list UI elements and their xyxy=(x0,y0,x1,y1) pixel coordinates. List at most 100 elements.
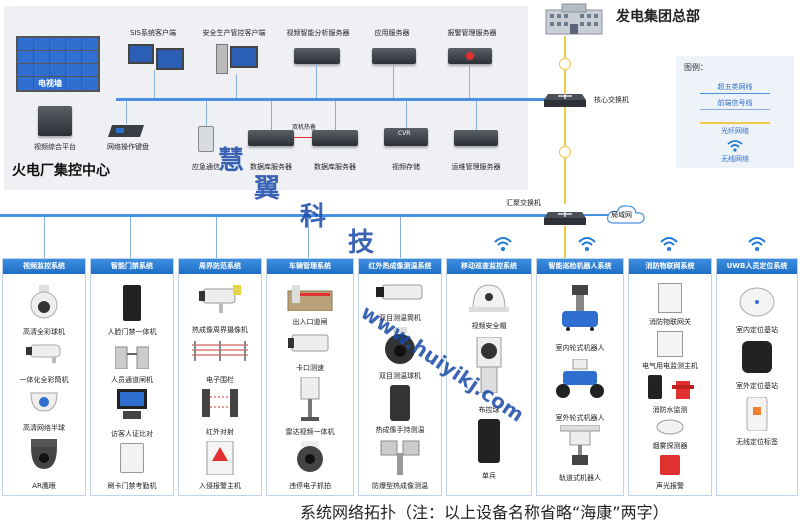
sis-monitor-icon xyxy=(156,48,184,70)
item-label: 室外定位基站 xyxy=(736,382,778,390)
item-label: 一体化全彩筒机 xyxy=(19,376,69,384)
wifi-icon xyxy=(660,236,678,252)
dual-hot-link xyxy=(294,137,312,138)
fiber-node xyxy=(559,58,571,70)
legend-signal: 前端信号线 xyxy=(717,99,753,107)
watermark-char: 技 xyxy=(348,228,375,258)
db2-label: 数据库服务器 xyxy=(314,163,356,171)
wifi-icon xyxy=(727,137,743,152)
link-line xyxy=(406,101,407,128)
item-label: 轨道式机器人 xyxy=(559,474,601,482)
legend-cat5-line xyxy=(700,93,770,94)
visitor-terminal-icon xyxy=(115,389,149,419)
item-label: 烟雾探测器 xyxy=(652,442,688,450)
outdoor-robot-icon xyxy=(553,358,607,399)
panel-fire-iot: 消防物联网系统 消防物联网关 电气用电监测主机 消防水监测 烟雾探测器 声光报警 xyxy=(628,258,712,496)
item-label: 电气用电监测主机 xyxy=(642,362,698,370)
panel-title: 智能门禁系统 xyxy=(91,259,173,274)
ops-label: 运维管理服务器 xyxy=(451,163,501,171)
link-line xyxy=(316,64,317,98)
panel-video-surveillance: 视频监控系统 高清全彩球机 一体化全彩筒机 高清网络半球 AR鹰眼 xyxy=(2,258,86,496)
wan-cloud-icon xyxy=(606,203,646,225)
handheld-thermal-icon xyxy=(390,385,410,421)
video-analysis-label: 视频智能分析服务器 xyxy=(286,29,350,37)
main-network-bus xyxy=(0,214,550,217)
item-label: 高清全彩球机 xyxy=(23,328,65,336)
barrier-gate-icon xyxy=(286,283,334,312)
item-label: 室外轮式机器人 xyxy=(555,414,605,422)
link-line xyxy=(335,101,336,130)
item-label: 消防水监测 xyxy=(652,406,688,414)
legend-wireless: 无线网络 xyxy=(721,155,749,163)
legend-signal-line xyxy=(700,109,770,110)
video-platform-label: 视频综合平台 xyxy=(34,143,76,151)
keyboard-label: 网络操作键盘 xyxy=(107,143,149,151)
item-label: 人脸门禁一体机 xyxy=(107,328,157,336)
footer-caption: 系统网络拓扑（注：以上设备名称省略“海康”两字） xyxy=(300,503,669,522)
hq-building-icon xyxy=(542,2,606,36)
legend-fiber: 光纤网络 xyxy=(721,127,749,135)
wan-link xyxy=(582,214,608,216)
link-line xyxy=(126,101,127,124)
item-label: 热成像手持测温 xyxy=(375,426,425,434)
panel-title: UWB人员定位系统 xyxy=(717,259,797,274)
panel-vehicle: 车辆管理系统 出入口道闸 卡口测速 雷达视频一体机 违停电子抓拍 xyxy=(266,258,354,496)
panel-drop-line xyxy=(216,217,217,258)
item-label: 入侵报警主机 xyxy=(199,482,241,490)
emergency-label: 应急通信 xyxy=(192,163,220,171)
item-label: 电子围栏 xyxy=(206,376,234,384)
link-line xyxy=(236,74,237,98)
core-switch-label: 核心交换机 xyxy=(594,96,629,104)
sound-light-alarm-icon xyxy=(660,455,680,475)
item-label: 防爆型热成像测温 xyxy=(372,482,428,490)
explosion-proof-thermal-icon xyxy=(379,439,421,475)
watermark-char: 翼 xyxy=(254,174,281,204)
eagle-eye-camera-icon xyxy=(27,439,61,471)
card-reader-icon xyxy=(120,443,144,473)
bullet-camera-icon xyxy=(24,343,64,363)
item-label: 视频安全帽 xyxy=(471,322,507,330)
item-label: 布控球 xyxy=(478,406,500,414)
legend-cat5: 超五类网线 xyxy=(717,83,753,91)
dual-hot-label: 双机热备 xyxy=(291,124,316,131)
item-label: 雷达视频一体机 xyxy=(285,428,335,436)
legend-fiber-line xyxy=(700,122,770,124)
db2-server-icon xyxy=(312,130,358,146)
video-platform-icon xyxy=(38,106,72,136)
storage-server-icon xyxy=(384,128,428,146)
panel-mobile-patrol: 移动巡查监控系统 视频安全帽 布控球 单兵 xyxy=(446,258,532,496)
electrical-monitor-icon xyxy=(657,331,683,357)
deploy-ball-icon xyxy=(473,336,505,394)
center-network-bus xyxy=(116,98,550,101)
panel-drop-line xyxy=(130,217,131,258)
wifi-icon xyxy=(494,236,512,252)
fiber-line-agg-down xyxy=(564,226,566,258)
item-label: 红外对射 xyxy=(206,428,234,436)
video-wall-icon xyxy=(16,36,100,92)
emergency-phone-icon xyxy=(198,126,214,152)
sis-monitor-icon xyxy=(128,44,154,64)
alarm-server-label: 报警管理服务器 xyxy=(447,29,497,37)
app-server-label: 应用服务器 xyxy=(374,29,410,37)
panel-thermal: 红外热成像测温系统 双目测温筒机 双目测温球机 热成像手持测温 防爆型热成像测温 xyxy=(358,258,442,496)
core-switch-icon xyxy=(544,88,586,108)
db1-label: 数据库服务器 xyxy=(250,163,292,171)
checkpoint-camera-icon xyxy=(288,333,332,355)
app-server-icon xyxy=(372,48,416,64)
smoke-detector-icon xyxy=(656,419,684,435)
rail-robot-icon xyxy=(559,424,601,465)
alarm-dot-icon xyxy=(466,52,474,60)
panel-access-control: 智能门禁系统 人脸门禁一体机 人员通道闸机 访客人证比对 刷卡门禁考勤机 xyxy=(90,258,174,496)
panel-uwb: UWB人员定位系统 室内定位基站 室外定位基站 无线定位标签 xyxy=(716,258,798,496)
safety-monitor-icon xyxy=(230,46,258,68)
db1-server-icon xyxy=(248,130,294,146)
pc-tower-icon xyxy=(216,44,228,74)
safety-client-label: 安全生产管控客户端 xyxy=(202,29,266,37)
wifi-icon xyxy=(578,236,596,252)
electric-fence-icon xyxy=(192,341,248,361)
item-label: AR鹰眼 xyxy=(32,482,56,490)
item-label: 访客人证比对 xyxy=(111,430,153,438)
indoor-robot-icon xyxy=(558,285,602,331)
panel-drop-line xyxy=(400,217,401,258)
sis-client-label: SIS系统客户端 xyxy=(130,29,176,37)
